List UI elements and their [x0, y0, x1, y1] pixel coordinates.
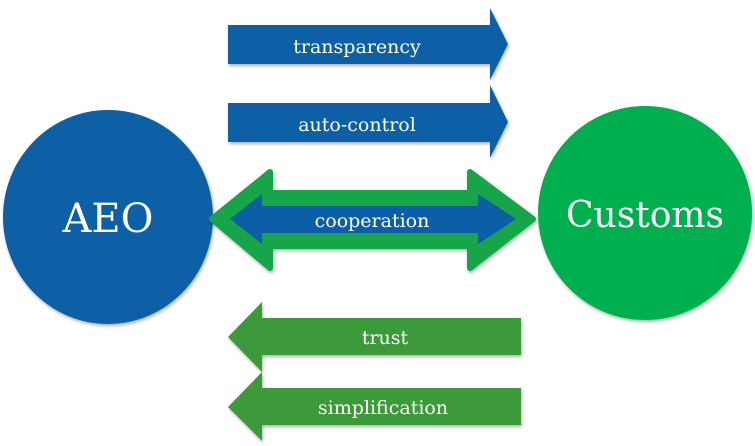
arrow-label-cooperation: cooperation: [315, 210, 430, 232]
aeo-label: AEO: [62, 196, 154, 242]
arrow-simplification: simplification: [228, 372, 521, 441]
arrow-auto-control: auto-control: [228, 85, 508, 158]
arrow-transparency: transparency: [228, 8, 508, 80]
aeo-node: AEO: [3, 110, 213, 324]
arrow-label-simplification: simplification: [318, 397, 448, 419]
customs-node: Customs: [538, 106, 752, 320]
arrow-label-auto-control: auto-control: [298, 114, 416, 136]
arrow-cooperation: cooperation: [209, 169, 536, 271]
arrow-trust: trust: [228, 302, 521, 372]
arrow-label-trust: trust: [362, 327, 409, 349]
customs-label: Customs: [566, 195, 724, 236]
arrow-label-transparency: transparency: [293, 36, 421, 58]
